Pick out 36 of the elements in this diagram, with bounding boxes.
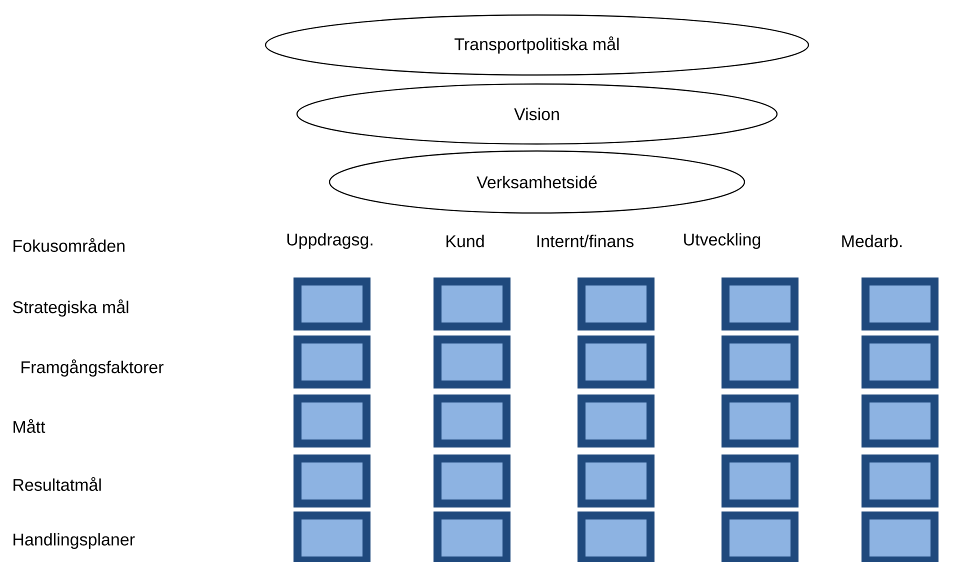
square-box (862, 278, 939, 330)
square-box (294, 394, 370, 448)
row-label: Resultatmål (14, 477, 101, 491)
column-heading: Kund (446, 234, 484, 248)
square-box (862, 336, 939, 388)
square-box (578, 512, 654, 562)
square-box (578, 278, 654, 330)
square-box (722, 394, 799, 448)
row-label: Strategiska mål (12, 299, 128, 317)
square-box (434, 454, 510, 508)
row-label: Handlingsplaner (14, 533, 135, 549)
square-box (578, 336, 654, 388)
square-box (578, 454, 654, 508)
column-heading: Utveckling (684, 233, 760, 249)
square-box (434, 278, 510, 330)
square-box (294, 512, 370, 562)
square-box (434, 336, 510, 388)
square-box (862, 454, 939, 508)
square-box (722, 278, 799, 330)
square-box (862, 394, 939, 448)
row-label: Framgångsfaktorer (22, 359, 164, 377)
square-box (862, 512, 939, 562)
square-box (722, 512, 799, 562)
row-label: Fokusområden (14, 238, 124, 252)
square-box (578, 394, 654, 448)
square-box (434, 394, 510, 448)
column-heading: Uppdragsg. (287, 233, 372, 249)
column-heading: Internt/finans (537, 234, 634, 248)
square-box (722, 336, 799, 388)
square-box (722, 454, 799, 508)
square-box (294, 336, 370, 388)
square-box (434, 512, 510, 562)
column-heading: Medarb. (842, 234, 902, 248)
square-box (294, 454, 370, 508)
row-label: Mått (14, 419, 46, 433)
square-box (294, 278, 370, 330)
